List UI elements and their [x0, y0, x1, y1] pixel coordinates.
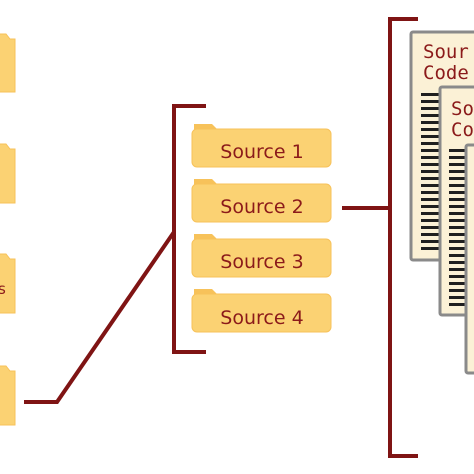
source-folder-2-label: Source 2: [220, 196, 303, 218]
folder-icon: [191, 183, 332, 223]
source-code-bracket: [388, 17, 418, 458]
doc-1-title-line-2: Code: [423, 62, 469, 84]
left-folder-2: [0, 143, 16, 204]
folder-icon: [191, 128, 332, 168]
sources-bracket: [172, 104, 206, 354]
left-folder-4: [0, 365, 16, 426]
folder-icon: [0, 143, 16, 204]
source-folder-1: Source 1: [191, 124, 332, 168]
doc-1-title-line-1: Sour: [423, 41, 469, 63]
folder-icon: [191, 238, 332, 278]
doc-2-title-line-1: So: [451, 98, 474, 120]
code-lines-icon: [449, 149, 466, 306]
left-folder-1: [0, 33, 16, 93]
source-folder-3: Source 3: [191, 234, 332, 278]
source-folder-1-label: Source 1: [220, 141, 303, 163]
source-code-document-icon: [464, 143, 474, 375]
source-folder-4-label: Source 4: [220, 307, 303, 329]
doc-2-title-line-2: Co: [451, 119, 474, 141]
left-folder-3: s: [0, 253, 16, 314]
folder-icon: [0, 33, 16, 93]
connector-left-to-sources: [24, 230, 176, 404]
folder-icon: [191, 293, 332, 333]
folder-icon: [0, 365, 16, 426]
left-folder-3-label: s: [0, 280, 6, 298]
source-folder-4: Source 4: [191, 289, 332, 333]
source-folder-2: Source 2: [191, 179, 332, 223]
code-lines-icon: [421, 93, 439, 250]
source-folder-3-label: Source 3: [220, 251, 303, 273]
source-code-doc-3: [464, 143, 474, 375]
folder-icon: [0, 253, 16, 314]
